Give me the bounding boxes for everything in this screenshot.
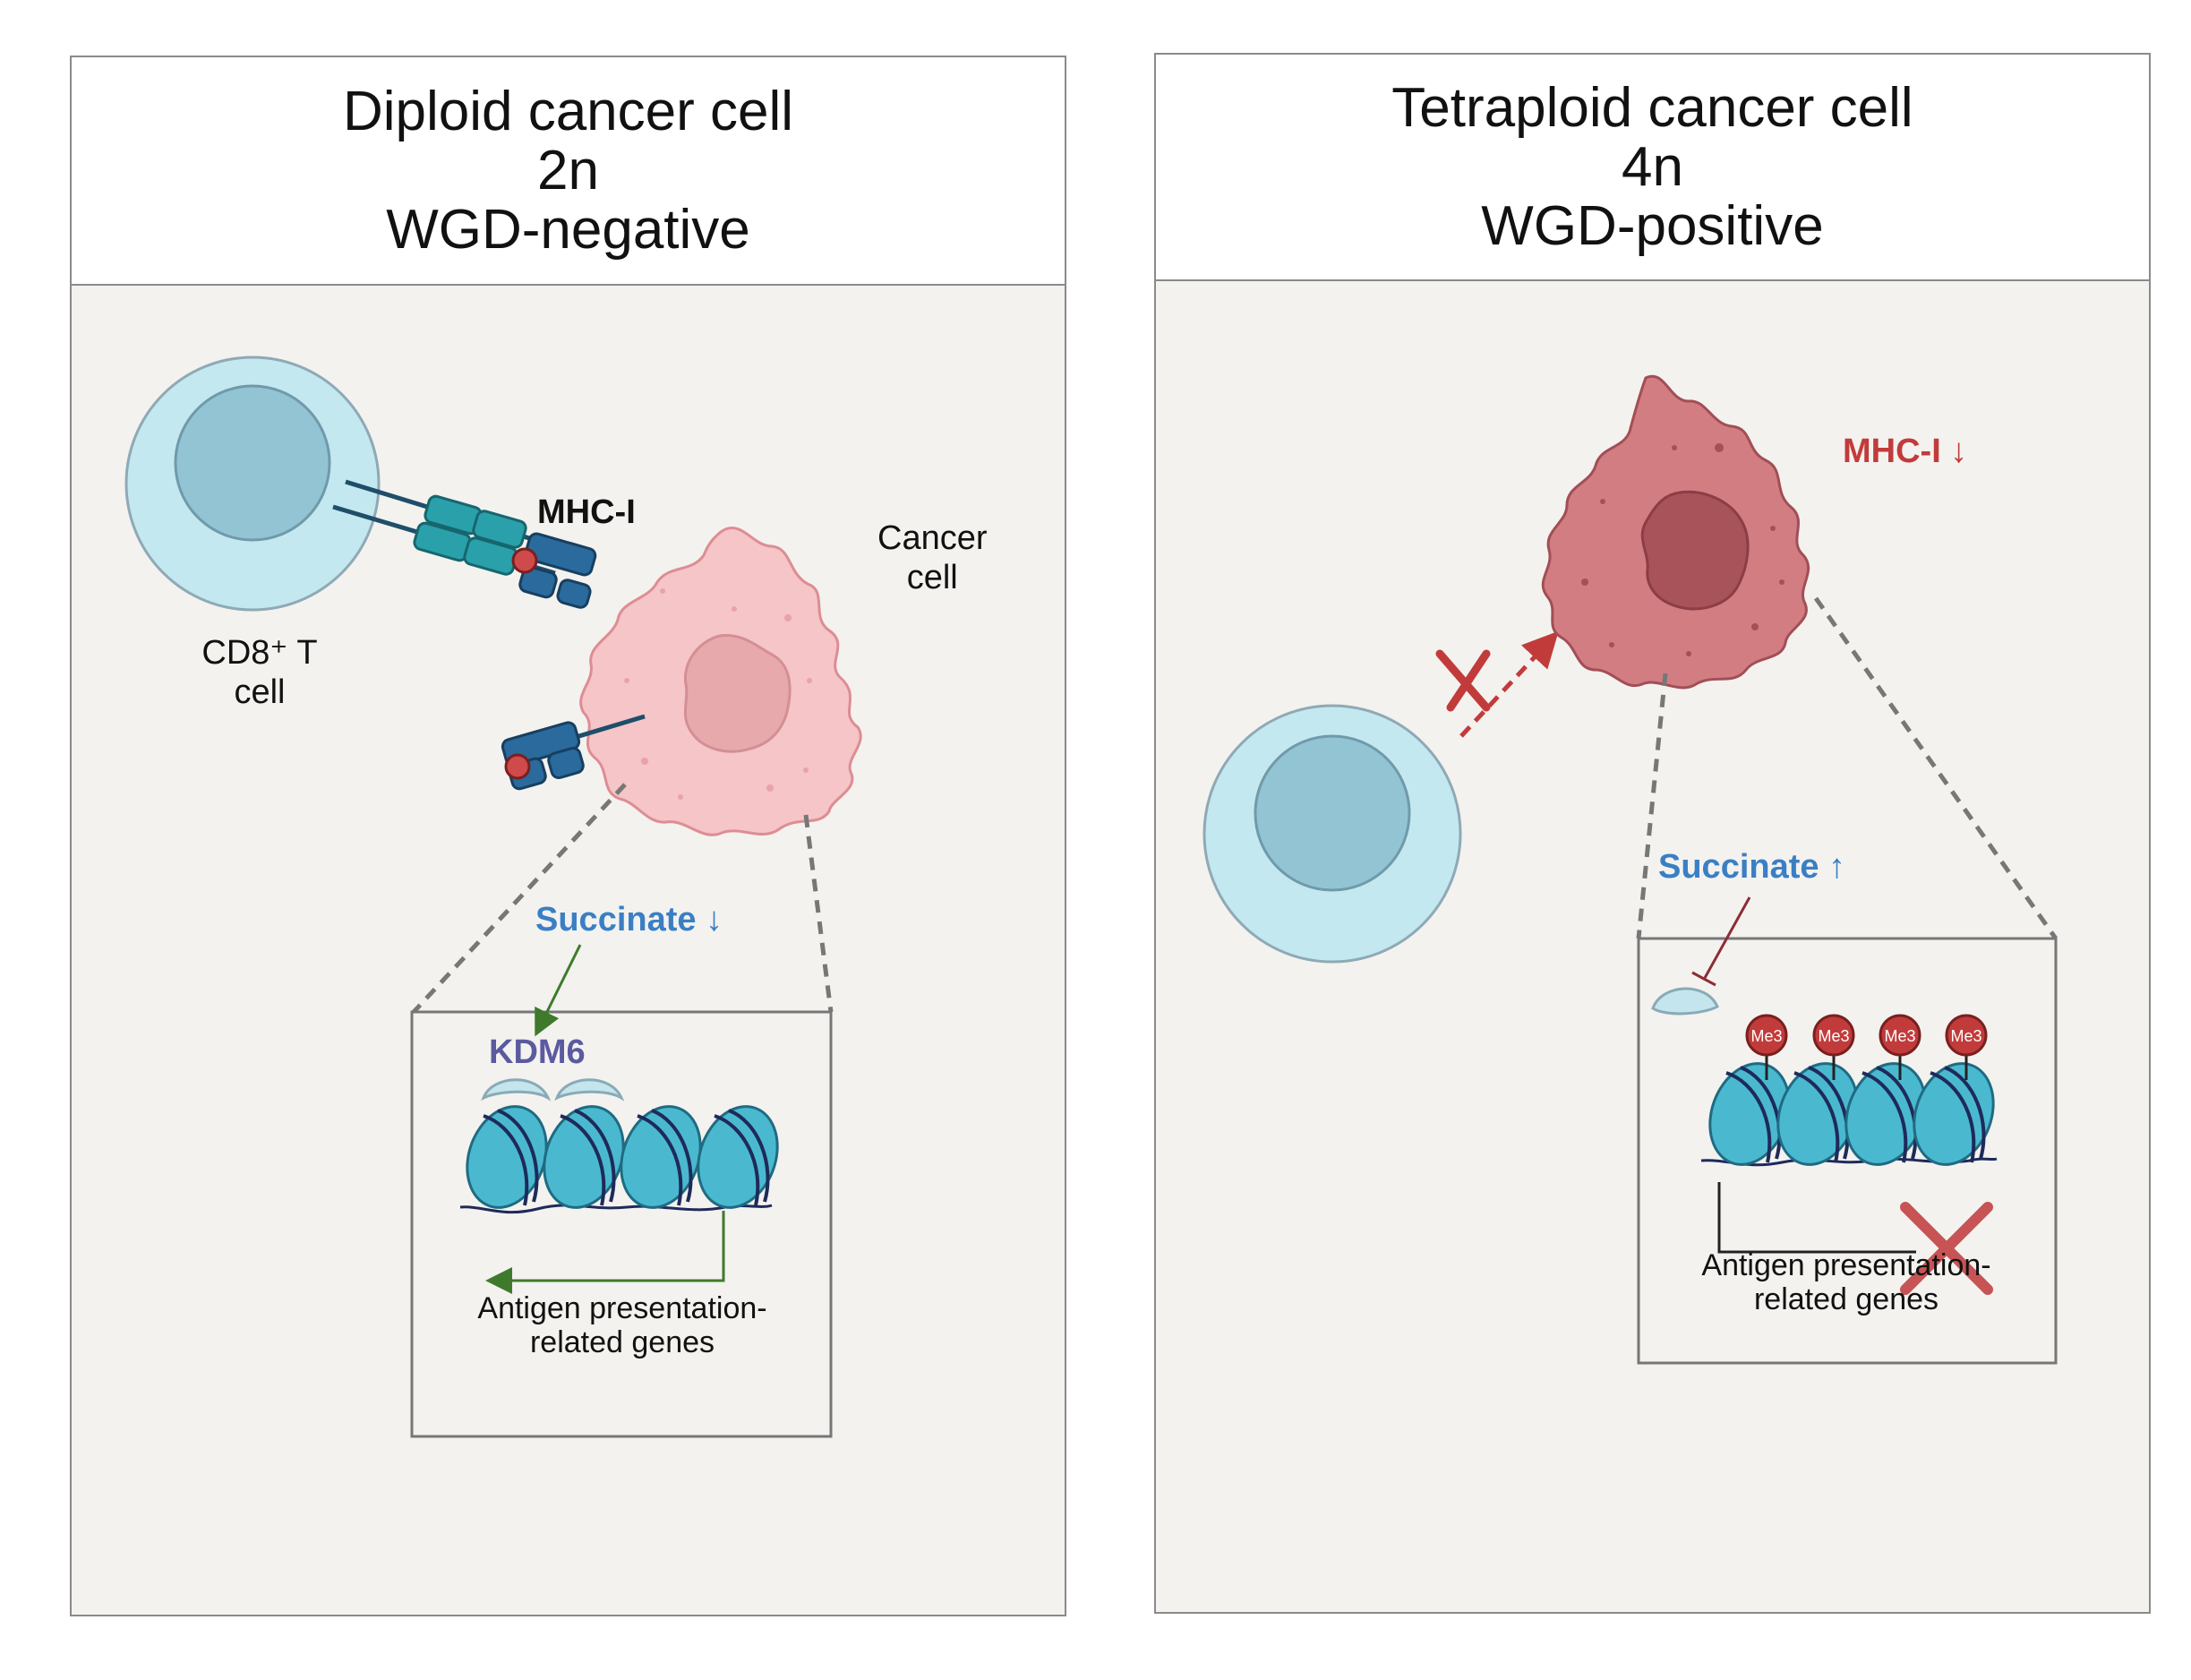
silenced-x-icon: [1900, 1202, 1993, 1295]
genes-label-active: Antigen presentation- related genes: [477, 1291, 767, 1359]
tetraploid-wgd-status: WGD-positive: [1481, 194, 1824, 257]
cd8-t-cell: [124, 356, 381, 612]
t-cell-label: CD8⁺ T cell: [201, 634, 318, 711]
me3-mark-3: Me3: [1884, 1027, 1915, 1045]
transcription-line-silenced: [1717, 1182, 1916, 1254]
chromatin-zoom-box-left: [410, 1010, 833, 1438]
succinate-label-increased: Succinate ↑: [1658, 848, 1846, 886]
tetraploid-panel-header: Tetraploid cancer cell 4n WGD-positive: [1156, 55, 2149, 281]
me3-mark-2: Me3: [1818, 1027, 1849, 1045]
mhc-i-molecule: [501, 714, 646, 791]
block-x-icon: [1435, 649, 1491, 712]
diploid-title: Diploid cancer cell: [342, 80, 794, 142]
diploid-wgd-status: WGD-negative: [386, 198, 750, 261]
genes-label-silenced: Antigen presentation- related genes: [1701, 1248, 1991, 1316]
kdm6-inhibited: [1651, 987, 1719, 1016]
h3k27me3-marks: Me3 Me3 Me3 Me3: [1745, 1014, 1988, 1080]
zoom-lines-left: [412, 783, 834, 1014]
me3-mark-1: Me3: [1750, 1027, 1782, 1045]
cancer-cell-tetraploid: [1541, 374, 1810, 690]
succinate-inhibition-line: [1691, 896, 1751, 987]
transcription-arrow-active: [485, 1211, 725, 1294]
blocked-recognition-arrow: [1459, 630, 1559, 738]
nucleosome-chain-left: [459, 1105, 779, 1214]
diploid-panel-header: Diploid cancer cell 2n WGD-negative: [72, 57, 1065, 286]
nucleosome-chain-right: [1700, 1062, 1998, 1167]
succinate-activation-arrow: [535, 944, 582, 1037]
cd8-t-cell-right: [1202, 704, 1462, 964]
succinate-label-decreased: Succinate ↓: [535, 901, 723, 939]
mhc-i-label: MHC-I: [537, 493, 636, 531]
tcr-mhc-complex: [332, 479, 597, 609]
me3-mark-4: Me3: [1950, 1027, 1981, 1045]
cancer-cell-label: Cancer cell: [877, 519, 988, 596]
cancer-cell-diploid: [579, 527, 862, 836]
mhc-i-decreased-label: MHC-I ↓: [1843, 433, 1968, 470]
kdm6-demethylase: [481, 1078, 625, 1101]
kdm6-label: KDM6: [489, 1033, 586, 1071]
zoom-lines-right: [1636, 596, 2058, 940]
diploid-ploidy: 2n: [537, 139, 599, 201]
tetraploid-title: Tetraploid cancer cell: [1391, 76, 1913, 139]
tetraploid-ploidy: 4n: [1622, 135, 1683, 198]
